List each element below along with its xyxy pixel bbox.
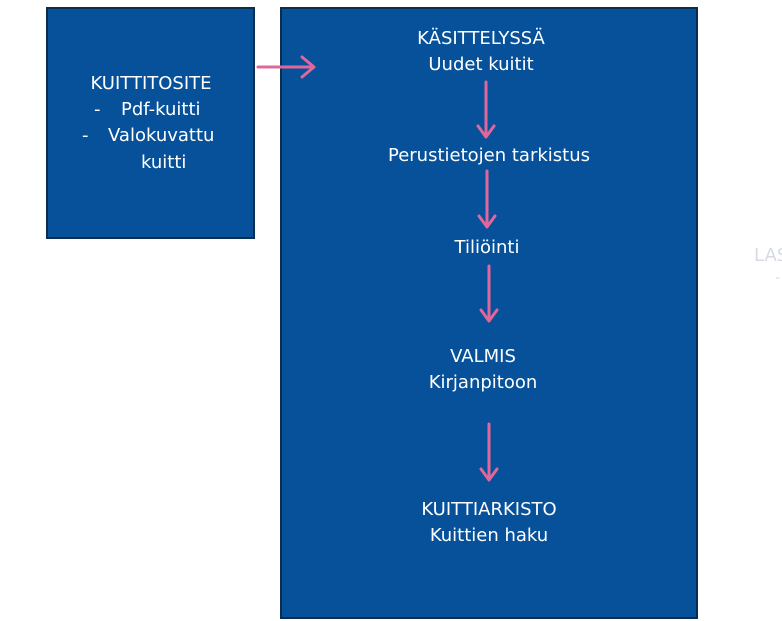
receipt-item-bullet: - [94, 99, 101, 120]
arrow-right-icon [256, 55, 316, 79]
receipt-item-photo-cont: kuitti [141, 152, 187, 173]
receipt-item-photo: Valokuvattu [108, 125, 215, 146]
arrow-down-icon [476, 80, 496, 139]
step-ready-subtitle: Kirjanpitoon [428, 372, 538, 393]
step-accounting: Tiliöinti [454, 237, 520, 258]
step-processing-title: KÄSITTELYSSÄ [417, 28, 545, 49]
offscreen-text-fragment: - [775, 270, 781, 286]
arrow-down-icon [477, 169, 497, 229]
step-archive-title: KUITTIARKISTO [421, 499, 557, 520]
receipt-item-bullet: - [82, 125, 89, 146]
receipt-document-box [46, 7, 255, 239]
step-processing-subtitle: Uudet kuitit [428, 54, 534, 75]
arrow-down-icon [479, 264, 499, 323]
step-basic-check: Perustietojen tarkistus [387, 145, 591, 166]
receipt-title: KUITTITOSITE [90, 73, 212, 94]
offscreen-text-fragment: LAS [754, 245, 782, 266]
receipt-item-pdf: Pdf-kuitti [121, 99, 201, 120]
step-ready-title: VALMIS [450, 346, 516, 367]
step-archive-subtitle: Kuittien haku [429, 525, 549, 546]
arrow-down-icon [479, 422, 499, 482]
